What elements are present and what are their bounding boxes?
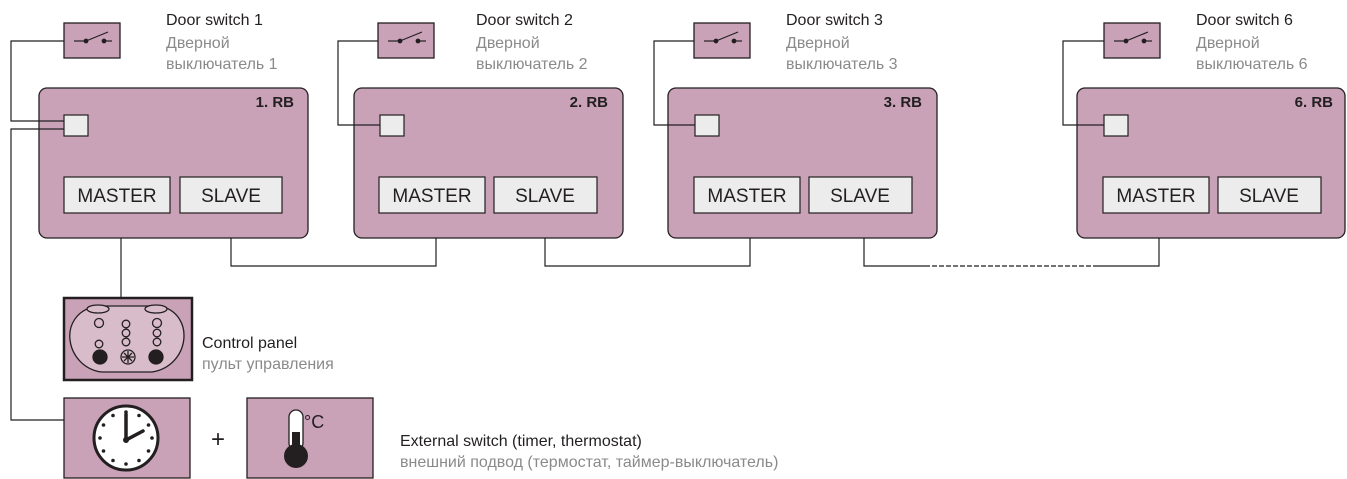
door-switch-3-ru-2: выключатель 3 [786,56,898,73]
door-switch-3-en: Door switch 3 [786,12,883,29]
unit-rb3: Door switch 3 Дверной выключатель 3 3. R… [667,12,938,239]
unit-rb2: Door switch 2 Дверной выключатель 2 2. R… [353,12,624,239]
rb1-door-input [63,114,89,137]
thermostat-box [246,397,374,479]
door-switch-2-en: Door switch 2 [476,12,573,29]
clock-icon [92,404,160,472]
switch-symbol-icon [388,31,426,44]
rb1-slave-label: SLAVE [201,186,261,207]
rb2-slave-button [493,176,598,214]
control-panel: Control panel пульт управления [62,296,334,382]
door-switch-1-wire [10,40,64,122]
bus-rb3-start [863,238,925,267]
wiring-lines [10,40,1160,421]
rb2-door-input [379,114,405,137]
rb1-master-button [63,176,171,214]
rb3-door-input [694,114,720,137]
door-switch-1-ru-1: Дверной [166,35,230,52]
thermometer-icon [284,409,308,468]
rb2-slave-label: SLAVE [515,186,575,207]
door-switch-1-en: Door switch 1 [166,12,263,29]
rb6-master-button [1102,176,1210,214]
rb6-slave-label: SLAVE [1239,186,1299,207]
bus-rb6-end [1095,238,1160,267]
external-switch: + °C External switch (timer, thermostat)… [63,397,778,479]
external-switch-wire [10,128,64,421]
rb3-master-button [693,176,801,214]
door-switch-2-ru-1: Дверной [476,35,540,52]
switch-symbol-icon [1114,31,1152,44]
control-panel-icon [69,304,185,373]
rb3-slave-button [808,176,913,214]
door-switch-3-wire [653,40,695,126]
rb3-label: 3. RB [884,94,923,111]
control-panel-en: Control panel [202,335,297,352]
bus-rb2-rb3 [544,238,751,267]
control-panel-ru: пульт управления [202,356,334,373]
door-switch-1-ru-2: выключатель 1 [166,56,278,73]
rb6-master-label: MASTER [1116,186,1195,207]
rb3-slave-label: SLAVE [830,186,890,207]
rb6-label: 6. RB [1295,94,1334,111]
external-switch-en: External switch (timer, thermostat) [400,433,642,450]
rb1-label: 1. RB [256,94,295,111]
door-switch-3-ru-1: Дверной [786,35,850,52]
rb2-master-button [378,176,486,214]
external-switch-ru: внешний подвод (термостат, таймер-выключ… [400,454,778,471]
switch-symbol-icon [74,31,112,44]
rb2-master-label: MASTER [392,186,471,207]
rb2-label: 2. RB [570,94,609,111]
door-switch-6-ru-1: Дверной [1196,35,1260,52]
unit-rb6: Door switch 6 Дверной выключатель 6 6. R… [1076,12,1346,239]
unit-rb1: Door switch 1 Дверной выключатель 1 1. R… [38,12,309,239]
rb1-slave-button [179,176,283,214]
switch-symbol-icon [704,31,742,44]
plus-sign: + [211,426,225,453]
door-switch-2-ru-2: выключатель 2 [476,56,588,73]
rb3-master-label: MASTER [707,186,786,207]
rb6-slave-button [1217,176,1322,214]
degree-celsius-label: °C [304,412,324,432]
rb6-door-input [1103,114,1129,137]
door-switch-6-ru-2: выключатель 6 [1196,56,1308,73]
door-switch-2-wire [337,40,380,126]
rb1-master-label: MASTER [77,186,156,207]
door-switch-6-wire [1062,40,1104,126]
bus-rb1-rb2 [230,238,437,267]
door-switch-6-en: Door switch 6 [1196,12,1293,29]
